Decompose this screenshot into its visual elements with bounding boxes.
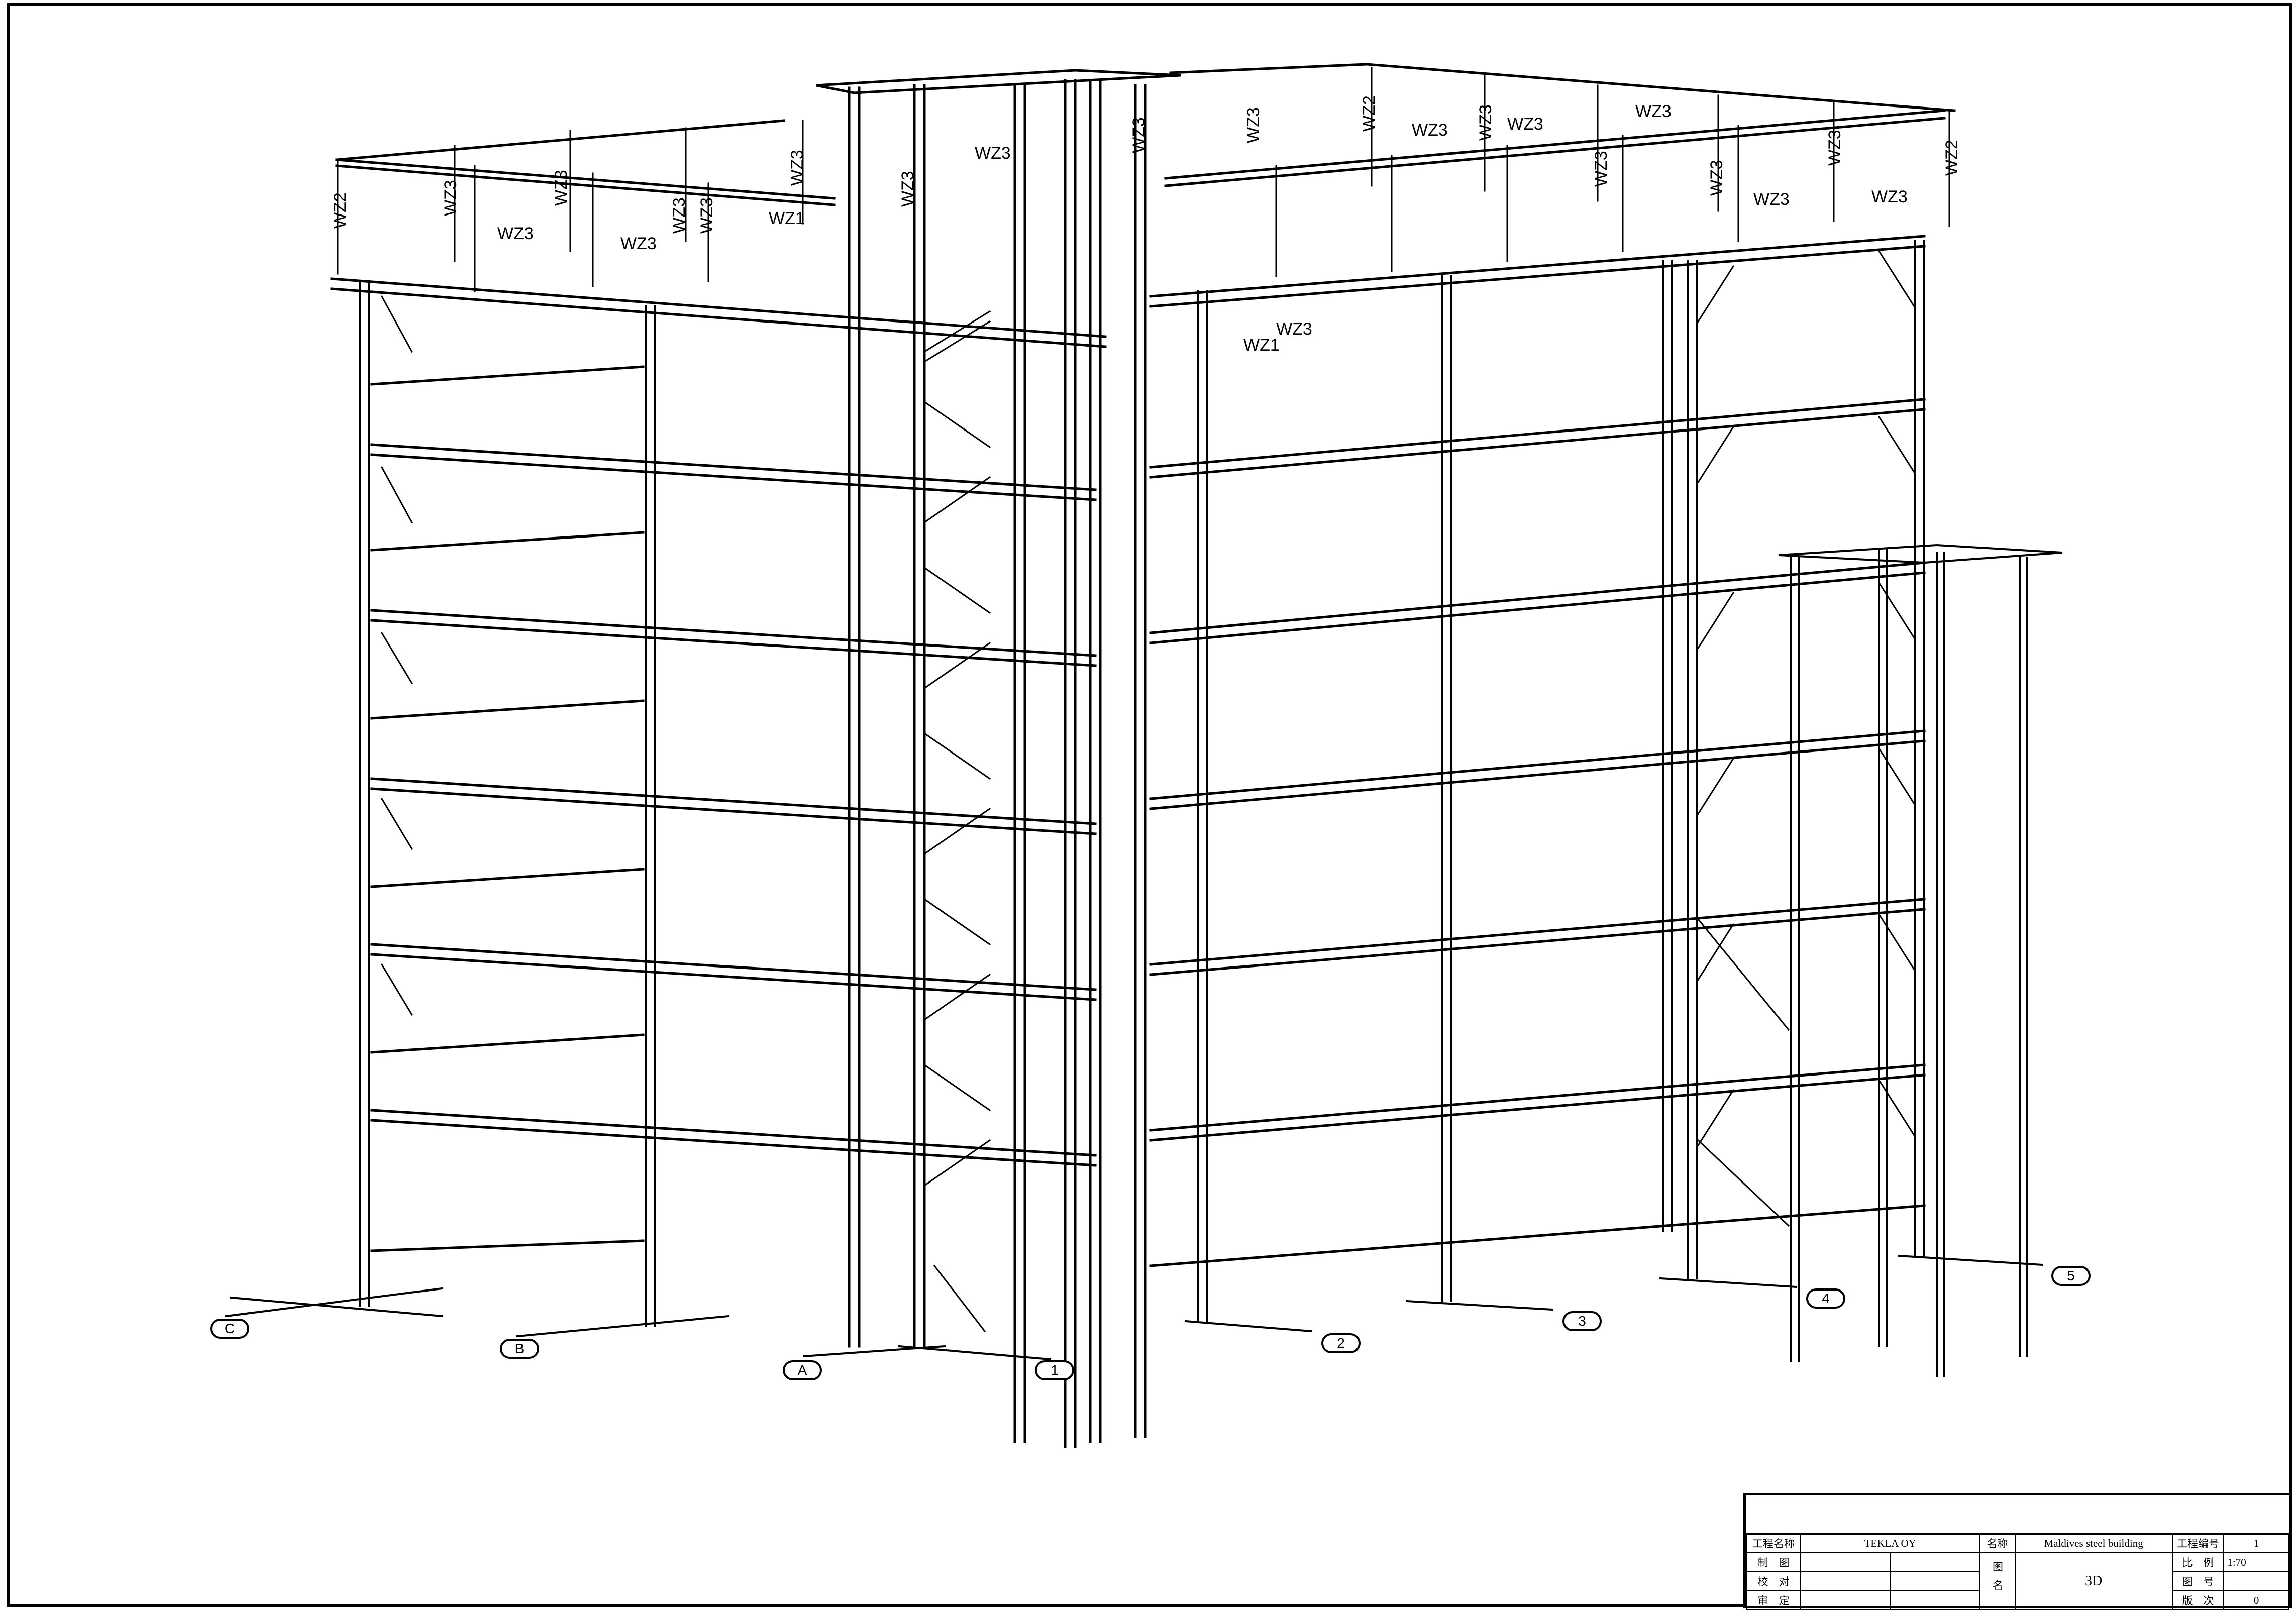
member-label-wz3: WZ3	[697, 197, 716, 234]
drawing-no-value	[2223, 1571, 2289, 1591]
member-label-wz1: WZ1	[769, 209, 805, 228]
drawn-value	[1800, 1552, 1891, 1572]
member-label-wz3: WZ3	[1825, 130, 1844, 166]
grid-axis-4: 4	[1806, 1288, 1845, 1309]
member-label-wz3: WZ3	[1412, 121, 1448, 140]
member-label-wz3: WZ3	[1592, 151, 1611, 187]
member-label-wz3: WZ3	[975, 144, 1011, 163]
member-label-wz3: WZ3	[788, 150, 807, 186]
scale-value: 1:70	[2223, 1552, 2289, 1572]
drawn-label: 制 图	[1746, 1552, 1801, 1572]
checked-value	[1800, 1571, 1891, 1591]
member-label-wz2: WZ2	[1942, 140, 1961, 176]
member-label-wz3: WZ3	[1753, 190, 1790, 209]
grid-axis-a: A	[783, 1360, 822, 1380]
revision-label: 版 次	[2171, 1590, 2225, 1610]
title-block-table: 工程名称 TEKLA OY 名称 Maldives steel building…	[1746, 1533, 2289, 1610]
grid-axis-1: 1	[1035, 1360, 1074, 1380]
grid-axis-3: 3	[1562, 1311, 1602, 1331]
drawing-no-label: 图 号	[2171, 1571, 2225, 1591]
member-label-wz3: WZ3	[1476, 104, 1495, 141]
project-no-value: 1	[2223, 1533, 2289, 1553]
floor-beams	[330, 235, 1926, 1267]
drawing-sheet-border	[7, 3, 2292, 1607]
grid-axis-5: 5	[2051, 1266, 2091, 1286]
member-label-wz1: WZ1	[1243, 336, 1280, 355]
member-label-wz3: WZ3	[620, 234, 657, 253]
project-no-label: 工程编号	[2171, 1533, 2225, 1553]
member-label-wz3: WZ3	[1244, 107, 1263, 143]
grid-axis-2: 2	[1321, 1333, 1361, 1353]
member-label-wz3: WZ3	[898, 171, 917, 207]
project-name-label: 工程名称	[1746, 1533, 1801, 1553]
grid-axis-b: B	[500, 1339, 539, 1359]
member-label-wz3: WZ3	[670, 197, 689, 234]
scale-label: 比 例	[2171, 1552, 2225, 1572]
member-label-wz3: WZ3	[1635, 102, 1672, 121]
member-label-wz3: WZ3	[1871, 187, 1908, 206]
grid-axes	[225, 1254, 2044, 1361]
name-label: 名称	[1979, 1533, 2016, 1553]
approved-label: 审 定	[1746, 1590, 1801, 1610]
member-label-wz3: WZ3	[1707, 160, 1726, 196]
project-name-value: TEKLA OY	[1800, 1533, 1980, 1553]
drawn-date	[1890, 1552, 1980, 1572]
approved-value	[1800, 1590, 1891, 1610]
checked-date	[1890, 1571, 1980, 1591]
drawing-name-label: 图名	[1979, 1552, 2016, 1610]
roof-railing-left	[335, 119, 836, 206]
member-label-wz3: WZ3	[497, 224, 534, 243]
drawing-name-value: 3D	[2014, 1552, 2173, 1610]
checked-label: 校 对	[1746, 1571, 1801, 1591]
member-label-wz3: WZ3	[441, 180, 460, 216]
member-label-wz3: WZ3	[552, 170, 571, 206]
member-label-wz3: WZ3	[1276, 319, 1312, 339]
approved-date	[1890, 1590, 1980, 1610]
title-block: 工程名称 TEKLA OY 名称 Maldives steel building…	[1743, 1493, 2292, 1610]
member-label-wz3: WZ3	[1129, 117, 1149, 153]
member-label-wz3: WZ3	[1507, 115, 1543, 134]
grid-axis-c: C	[210, 1319, 249, 1339]
name-value: Maldives steel building	[2014, 1533, 2173, 1553]
roof-railing-right	[1164, 63, 1956, 187]
member-label-wz2: WZ2	[331, 192, 350, 229]
title-block-blank-area	[1746, 1495, 2289, 1535]
member-label-wz2: WZ2	[1360, 95, 1379, 132]
revision-value: 0	[2223, 1590, 2289, 1610]
